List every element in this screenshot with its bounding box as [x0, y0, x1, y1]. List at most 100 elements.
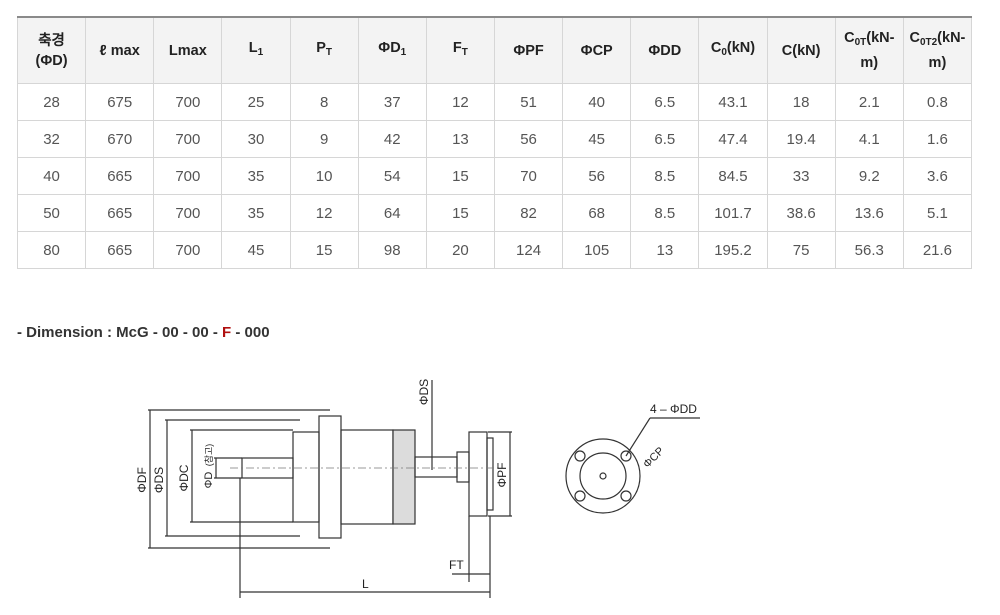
table-cell: 670 — [85, 120, 155, 158]
header-cell: ΦCP — [562, 16, 632, 84]
table-cell: 700 — [153, 83, 223, 121]
header-line2: m) — [928, 55, 947, 71]
header-cell: FT — [425, 16, 495, 84]
label-d-note: (참고) — [204, 444, 214, 467]
header-sub: 0 — [721, 47, 727, 58]
flange-left — [318, 415, 342, 539]
table-cell: 37 — [357, 83, 427, 121]
table-cell: 42 — [357, 120, 427, 158]
header-main: 축경 — [38, 32, 65, 49]
header-main: C(kN) — [781, 42, 821, 59]
bolt-hole-3 — [574, 490, 586, 502]
table-cell: 82 — [493, 194, 564, 232]
header-cell: ΦDD — [630, 16, 700, 84]
header-main: ΦDD — [648, 42, 682, 59]
header-main: P — [316, 40, 326, 56]
table-cell: 25 — [221, 83, 291, 121]
header-after: (kN- — [866, 30, 895, 46]
table-cell: 6.5 — [630, 83, 700, 121]
dimension-suffix: - 000 — [231, 324, 270, 341]
table-cell: 21.6 — [902, 231, 973, 269]
table-cell: 4.1 — [834, 120, 904, 158]
header-line2: m) — [860, 55, 879, 71]
header-cell: ℓ max — [85, 16, 155, 84]
header-sub: 0T2 — [919, 37, 938, 48]
table-cell: 40 — [16, 157, 87, 195]
table-cell: 33 — [766, 157, 836, 195]
table-cell: 28 — [16, 83, 87, 121]
table-cell: 30 — [221, 120, 291, 158]
table-cell: 43.1 — [698, 83, 768, 121]
table-cell: 15 — [425, 194, 495, 232]
header-sub: 1 — [257, 47, 264, 58]
table-cell: 18 — [766, 83, 836, 121]
table-cell: 47.4 — [698, 120, 768, 158]
table-cell: 70 — [493, 157, 564, 195]
header-main: ΦPF — [513, 42, 544, 59]
shaft-right — [414, 456, 458, 478]
table-cell: 12 — [289, 194, 359, 232]
table-cell: 84.5 — [698, 157, 768, 195]
table-cell: 56 — [562, 157, 632, 195]
table-cell: 98 — [357, 231, 427, 269]
table-cell: 13 — [425, 120, 495, 158]
bolt-hole-2 — [620, 450, 632, 462]
table-cell: 45 — [562, 120, 632, 158]
header-cell: ΦD1 — [357, 16, 427, 84]
table-cell: 5.1 — [902, 194, 973, 232]
table-cell: 101.7 — [698, 194, 768, 232]
table-cell: 50 — [16, 194, 87, 232]
header-main: ΦD — [378, 40, 401, 56]
table-cell: 32 — [16, 120, 87, 158]
table-cell: 12 — [425, 83, 495, 121]
table-cell: 56 — [493, 120, 564, 158]
table-cell: 15 — [425, 157, 495, 195]
table-cell: 35 — [221, 194, 291, 232]
header-main: C — [710, 40, 722, 56]
table-cell: 35 — [221, 157, 291, 195]
table-cell: 15 — [289, 231, 359, 269]
table-cell: 54 — [357, 157, 427, 195]
table-cell: 56.3 — [834, 231, 904, 269]
dimension-highlight: F — [222, 324, 232, 341]
flange-tip — [486, 437, 494, 511]
header-cell: L1 — [221, 16, 291, 84]
header-cell: C0T(kN-m) — [834, 16, 904, 84]
table-cell: 700 — [153, 194, 223, 232]
table-cell: 665 — [85, 231, 155, 269]
header-cell: ΦPF — [493, 16, 564, 84]
table-cell: 38.6 — [766, 194, 836, 232]
table-cell: 8.5 — [630, 194, 700, 232]
header-main: Lmax — [168, 42, 207, 59]
table-cell: 2.1 — [834, 83, 904, 121]
flange-right — [468, 431, 488, 517]
header-cell: Lmax — [153, 16, 223, 84]
technical-drawing: ΦDF ΦDS ΦDC ΦD (참고) ΦDS ΦPF FT L 4 – ΦDD… — [135, 379, 700, 598]
header-cell: C0T2(kN-m) — [902, 16, 973, 84]
table-cell: 68 — [562, 194, 632, 232]
table-cell: 124 — [493, 231, 564, 269]
table-cell: 20 — [425, 231, 495, 269]
front-flange-outer — [565, 438, 641, 514]
shaft-step — [456, 451, 470, 483]
header-sub: T — [461, 47, 468, 58]
header-sub: 0T — [854, 37, 867, 48]
header-main: F — [452, 40, 462, 56]
table-cell: 665 — [85, 157, 155, 195]
table-cell: 51 — [493, 83, 564, 121]
header-cell: PT — [289, 16, 359, 84]
label-pf: ΦPF — [495, 463, 509, 488]
table-cell: 40 — [562, 83, 632, 121]
label-d: ΦD — [203, 472, 215, 489]
header-cell: C(kN) — [766, 16, 836, 84]
label-l: L — [362, 577, 369, 591]
header-after: (kN) — [726, 40, 756, 56]
table-cell: 13 — [630, 231, 700, 269]
table-cell: 6.5 — [630, 120, 700, 158]
table-cell: 19.4 — [766, 120, 836, 158]
